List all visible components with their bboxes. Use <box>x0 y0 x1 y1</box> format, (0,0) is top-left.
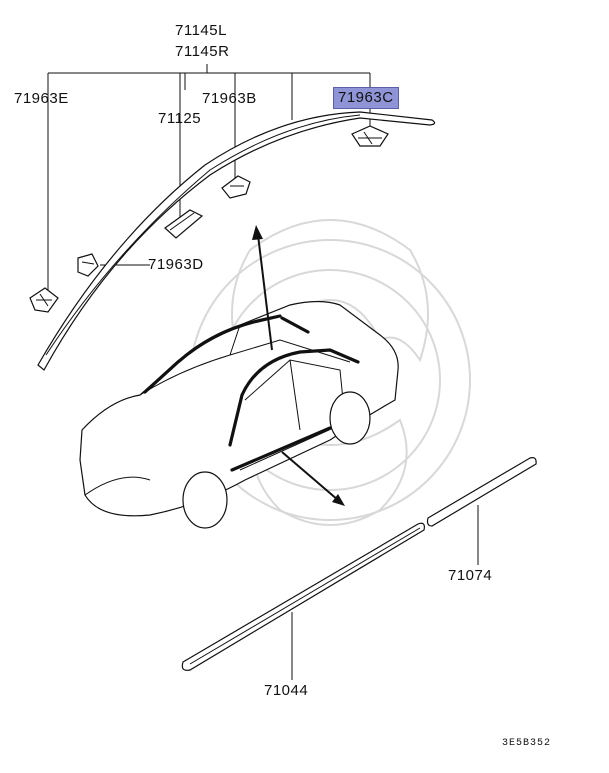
label-71963b[interactable]: 71963B <box>202 90 257 107</box>
label-71145r[interactable]: 71145R <box>175 43 230 60</box>
clip-71963c <box>351 125 389 147</box>
clip-71963d <box>77 253 99 277</box>
clip-71963e <box>29 287 59 313</box>
molding-71074 <box>426 457 537 565</box>
label-71074[interactable]: 71074 <box>448 567 493 584</box>
label-71963c[interactable]: 71963C <box>333 87 399 109</box>
diagram-code: 3E5B352 <box>502 738 552 749</box>
roof-molding-71145 <box>37 111 436 371</box>
watermark-emblem <box>189 219 471 526</box>
clip-71963b <box>221 175 251 199</box>
arrows <box>252 225 345 506</box>
label-71963e[interactable]: 71963E <box>14 90 69 107</box>
label-71145l[interactable]: 71145L <box>175 22 227 39</box>
label-71963d[interactable]: 71963D <box>148 256 204 273</box>
molding-71044 <box>181 522 425 680</box>
car-moldings <box>143 314 360 472</box>
label-71044[interactable]: 71044 <box>264 682 309 699</box>
car-outline <box>79 300 399 529</box>
label-71125[interactable]: 71125 <box>158 110 202 127</box>
pad-71125 <box>164 209 204 239</box>
